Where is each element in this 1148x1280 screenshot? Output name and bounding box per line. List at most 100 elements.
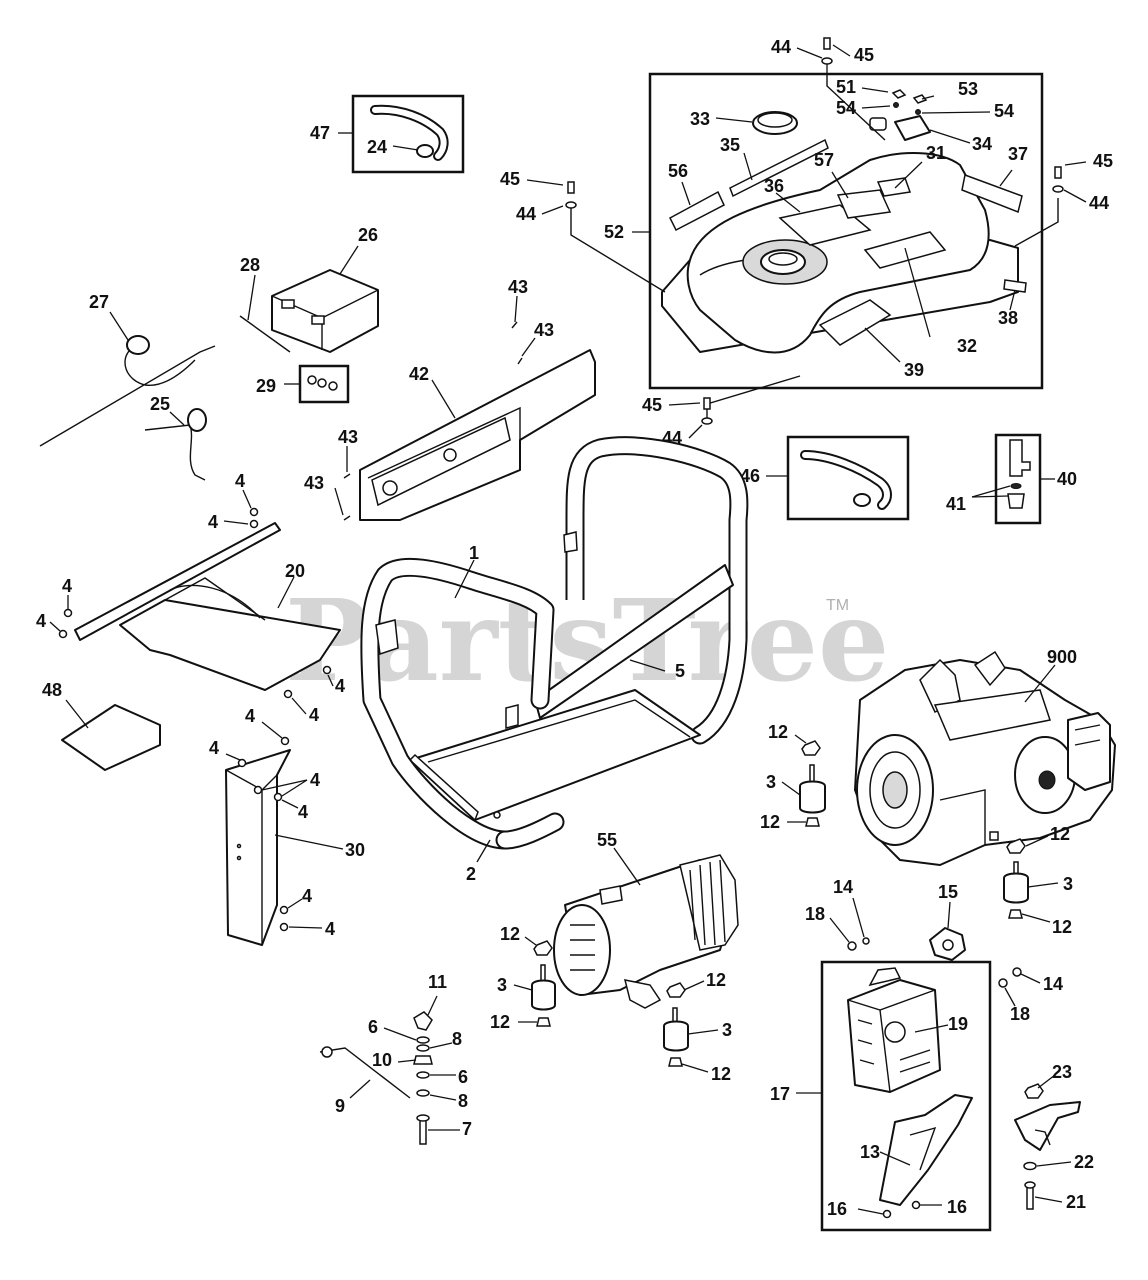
plate-48 [61, 699, 161, 771]
callout-25: 25 [150, 394, 170, 414]
screw-4 [58, 629, 68, 639]
callout-4: 4 [309, 705, 319, 725]
callout-43: 43 [508, 277, 528, 297]
valve-washer [1010, 483, 1022, 489]
callout-3: 3 [722, 1020, 732, 1040]
frame-bracket [563, 531, 578, 553]
callout-42: 42 [409, 364, 429, 384]
control-panel-group [334, 295, 596, 521]
callout-18: 18 [805, 904, 825, 924]
callout-13: 13 [860, 1142, 880, 1162]
engine-assembly [854, 650, 1116, 866]
callout-45: 45 [642, 395, 662, 415]
nut-12 [666, 982, 686, 998]
fuel-hose-box-46 [786, 435, 910, 521]
fuel-hose-kit-47 [338, 94, 465, 174]
callout-6: 6 [458, 1067, 468, 1087]
callout-4: 4 [235, 471, 245, 491]
callout-12: 12 [1050, 824, 1070, 844]
screw-43 [343, 473, 351, 479]
battery-group [39, 245, 379, 481]
decal-51 [891, 89, 907, 99]
callout-12: 12 [768, 722, 788, 742]
frame-group [360, 436, 749, 863]
screw-4 [249, 519, 259, 529]
screw-43 [517, 357, 523, 365]
callout-44: 44 [771, 37, 791, 57]
callout-38: 38 [998, 308, 1018, 328]
callout-18: 18 [1010, 1004, 1030, 1024]
callout-33: 33 [690, 109, 710, 129]
callout-4: 4 [298, 802, 308, 822]
callout-4: 4 [209, 738, 219, 758]
decal-strip-35 [729, 138, 829, 198]
screw-4 [249, 507, 259, 517]
rubber-mount-3 [531, 979, 556, 1011]
callout-40: 40 [1057, 469, 1077, 489]
screw-4 [280, 736, 290, 746]
callout-16: 16 [827, 1199, 847, 1219]
callout-4: 4 [335, 676, 345, 696]
bolt-7 [419, 1117, 427, 1145]
plate-48-shape [61, 704, 161, 771]
callout-54: 54 [836, 98, 856, 118]
callout-3: 3 [497, 975, 507, 995]
callout-4: 4 [325, 919, 335, 939]
callout-41: 41 [946, 494, 966, 514]
frame-bracket [375, 619, 399, 655]
fuel-hose-box-47 [351, 94, 465, 174]
callout-12: 12 [760, 812, 780, 832]
air-cleaner [1067, 712, 1111, 791]
bracket-30-shape [225, 749, 291, 946]
callout-3: 3 [766, 772, 776, 792]
bracket-30 [225, 721, 344, 946]
fuel-tank-group [565, 37, 1064, 425]
rubber-mount-3 [1003, 872, 1029, 904]
nut-14 [862, 937, 870, 945]
decal-56 [669, 190, 725, 232]
callout-4: 4 [208, 512, 218, 532]
callout-35: 35 [720, 135, 740, 155]
decal-53 [912, 94, 928, 104]
callout-23: 23 [1052, 1062, 1072, 1082]
battery-strap [239, 315, 291, 353]
tray-rail [74, 522, 281, 641]
battery [271, 269, 379, 353]
callout-46: 46 [740, 466, 760, 486]
callout-1: 1 [469, 543, 479, 563]
callout-8: 8 [452, 1029, 462, 1049]
callout-32: 32 [957, 336, 977, 356]
screw-43 [343, 515, 351, 521]
nut-12 [1006, 838, 1026, 854]
callout-43: 43 [338, 427, 358, 447]
callout-2: 2 [466, 864, 476, 884]
callout-20: 20 [285, 561, 305, 581]
alternator-end-cap [553, 904, 611, 996]
washer-8 [416, 1089, 430, 1097]
wing-nut-11 [413, 1011, 433, 1031]
callout-21: 21 [1066, 1192, 1086, 1212]
callout-52: 52 [604, 222, 624, 242]
callout-12: 12 [1052, 917, 1072, 937]
callout-10: 10 [372, 1050, 392, 1070]
callout-43: 43 [534, 320, 554, 340]
callout-8: 8 [458, 1091, 468, 1111]
decal-37 [961, 173, 1023, 214]
frame-bracket [505, 704, 519, 729]
ground-hardware-stack [319, 995, 460, 1145]
callout-5: 5 [675, 661, 685, 681]
engine-lift [919, 658, 961, 714]
bolt-45-bottom [701, 397, 713, 425]
bracket-plate [1014, 1101, 1081, 1151]
damper-set-alternator-right [663, 980, 719, 1073]
callout-24: 24 [367, 137, 387, 157]
callout-11: 11 [428, 972, 447, 992]
hose-clamp-46 [853, 493, 871, 507]
muffler-outlet [884, 1021, 906, 1043]
screw-16 [882, 1209, 892, 1219]
washer-18 [847, 941, 857, 951]
screw-4 [322, 665, 332, 675]
bolt-45-left [565, 181, 577, 209]
callout-17: 17 [770, 1084, 790, 1104]
